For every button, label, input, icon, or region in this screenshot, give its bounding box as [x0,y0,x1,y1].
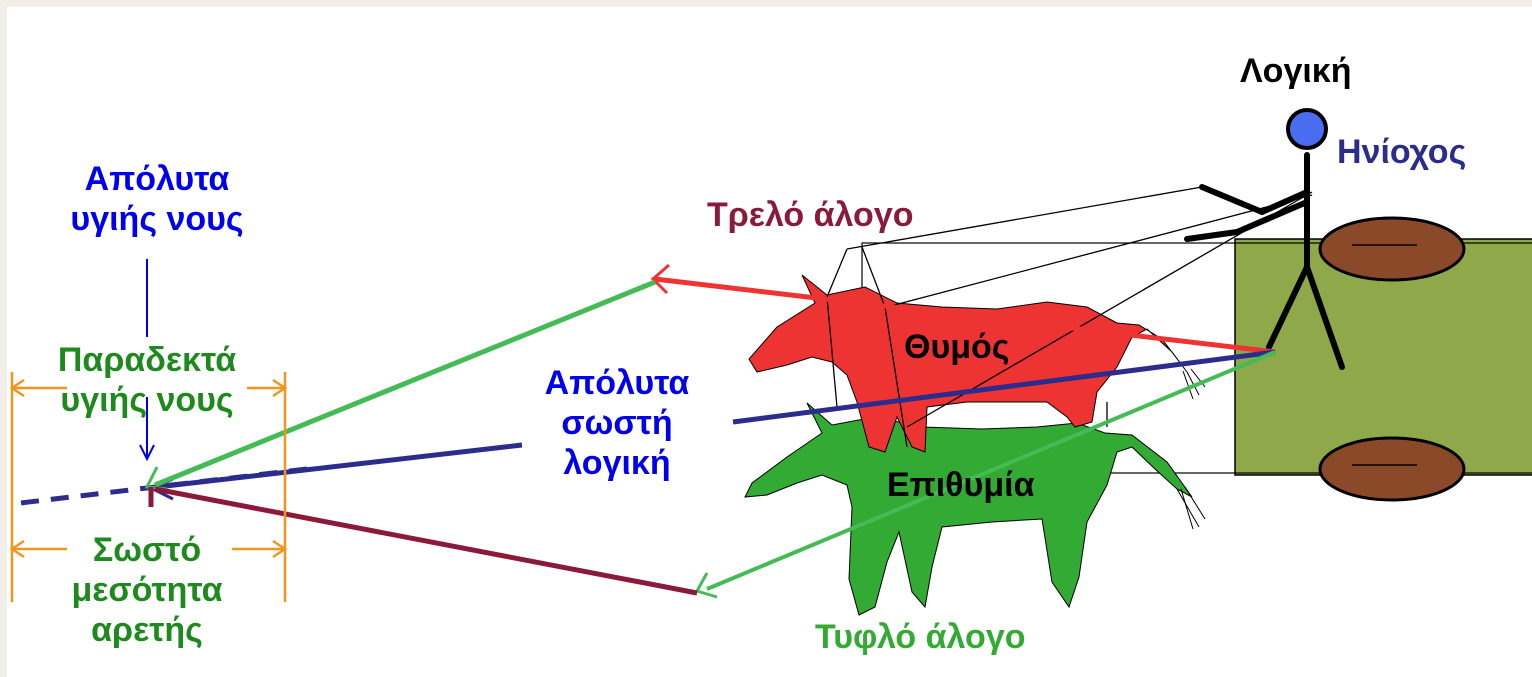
correct-mean-virtue-label: Σωστό μεσότητα αρετής [47,530,247,650]
charioteer-figure [1184,152,1345,370]
absolutely-correct-logic-label: Απόλυτα σωστή λογική [512,363,722,483]
absolutely-sane-mind-line-2: υγιής νους [70,200,244,238]
red-arrowhead [650,263,670,295]
red-horse [748,274,1188,453]
red-direction-line [654,276,1276,355]
correct-mean-virtue-line-3: αρετής [91,611,203,649]
acceptable-sane-mind-line-2: υγιής νους [60,381,234,419]
logic-label: Λογική [1240,52,1352,90]
acceptable-sane-mind-line-1: Παραδεκτά [57,341,237,379]
wheel-bottom [1318,436,1466,502]
correct-mean-virtue-line-1: Σωστό [92,531,202,569]
crazy-horse-label: Τρελό άλογο [707,196,914,234]
thymos-label: Θυμός [904,328,1010,366]
navy-line-left [156,442,523,490]
acceptable-sane-mind-label: Παραδεκτά υγιής νους [22,340,272,420]
wheel-top [1318,216,1466,282]
navy-dashed-line [11,466,308,507]
charioteer-head [1286,108,1328,150]
green-horse [744,402,1193,616]
green-line-upper [154,279,656,488]
absolutely-correct-logic-line-3: λογική [563,444,671,482]
absolutely-correct-logic-line-2: σωστή [561,404,673,442]
orange-brackets [9,372,288,602]
absolutely-correct-logic-line-1: Απόλυτα [544,364,690,402]
absolutely-sane-mind-line-1: Απόλυτα [84,160,230,198]
blue-pointer-arrowhead [139,444,155,462]
green-horse-tail [1176,486,1206,530]
correct-mean-virtue-line-2: μεσότητα [71,571,223,609]
charioteer-label: Ηνίοχος [1337,133,1467,171]
reins [826,186,1313,448]
green-line-to-horse [706,350,1276,591]
navy-line-right [732,349,1276,425]
epithymia-label: Επιθυμία [887,466,1035,504]
diagram-canvas: Λογική Ηνίοχος Τρελό άλογο Τυφλό άλογο Θ… [7,7,1532,677]
diagram-graphics [9,108,1532,616]
blind-horse-label: Τυφλό άλογο [815,618,1026,656]
maroon-line [154,486,698,596]
absolutely-sane-mind-label: Απόλυτα υγιής νους [42,159,272,239]
